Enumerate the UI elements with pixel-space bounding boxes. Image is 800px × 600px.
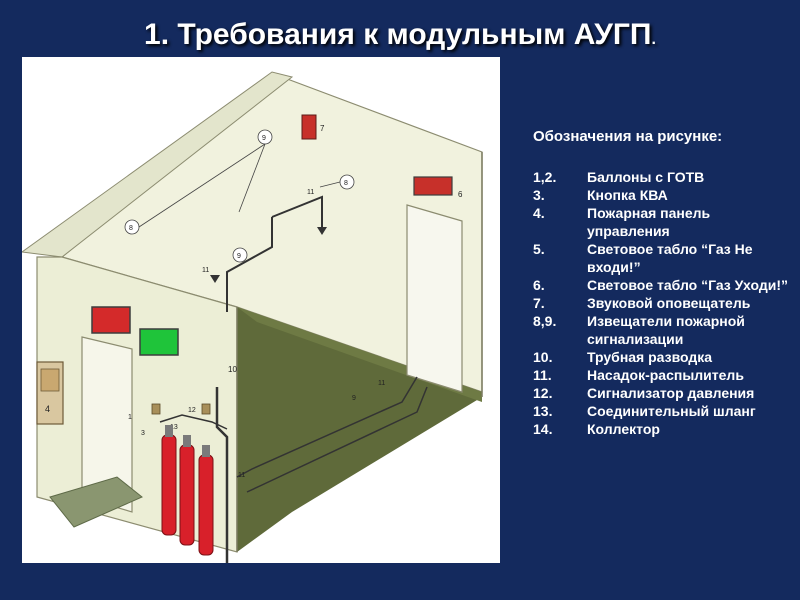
legend-item-number: 10. [533,349,553,365]
label-13: 13 [170,424,178,431]
legend-item: 7. Звуковой оповещатель [533,294,793,312]
label-12: 12 [188,407,196,414]
label-7: 7 [320,124,325,133]
legend-item-text: Световое табло “Газ Уходи!” [587,277,788,293]
label-9b: 9 [237,253,241,260]
legend-item: 1,2. Баллоны с ГОТВ [533,168,793,186]
slide-title: 1. Требования к модульным АУГП. [0,18,800,52]
label-11a: 11 [307,189,314,196]
legend-item-number: 7. [533,295,545,311]
legend-item-text: Пожарная панель управления [587,205,711,239]
legend-item-text: Коллектор [587,421,660,437]
floor [237,307,482,552]
label-11c: 11 [378,380,385,387]
label-3: 3 [141,430,145,437]
room-illustration: 4 6 7 9 8 8 9 11 11 11 11 9 10 [22,57,500,563]
label-11d: 11 [238,472,245,479]
pipe-middle [226,217,273,312]
pipe-floor [236,376,418,478]
legend-panel: Обозначения на рисунке: 1,2. Баллоны с ГО… [533,128,793,438]
legend-item: 12. Сигнализатор давления [533,384,793,402]
legend-item-text: Кнопка КВА [587,187,668,203]
title-dot: . [651,31,656,48]
legend-item-number: 6. [533,277,545,293]
room-diagram: 4 6 7 9 8 8 9 11 11 11 11 9 10 [22,57,500,563]
legend-item: 11. Насадок-распылитель [533,366,793,384]
legend-item-text: Соединительный шланг [587,403,756,419]
title-text: 1. Требования к модульным АУГП [144,18,652,51]
legend-item-text: Световое табло “Газ Не входи!” [587,241,753,275]
label-9c: 9 [352,395,356,402]
legend-item-number: 13. [533,403,553,419]
legend-item: 8,9. Извещатели пожарной сигнализации [533,312,793,348]
legend-item-number: 12. [533,385,553,401]
ceiling-edge [22,71,294,258]
gas-cylinder-3 [198,445,214,556]
gas-cylinder-1 [161,425,177,536]
legend-item-number: 4. [533,205,545,221]
pipe-upper [271,195,323,227]
legend-item: 14. Коллектор [533,420,793,438]
sign-wall-back [413,176,453,196]
legend-item: 3. Кнопка КВА [533,186,793,204]
room-door [406,204,463,393]
legend-item-number: 11. [533,367,552,383]
sign-gas-no-entry [91,306,131,334]
sign-gas-leave [139,328,179,356]
legend-item-text: Извещатели пожарной сигнализации [587,313,745,347]
legend-item: 10. Трубная разводка [533,348,793,366]
label-9a: 9 [262,135,266,142]
legend-item-number: 14. [533,421,553,437]
legend-item: 13. Соединительный шланг [533,402,793,420]
legend-list: 1,2. Баллоны с ГОТВ 3. Кнопка КВА 4. Пожарная… [533,168,793,438]
collector [159,414,228,430]
gas-cylinder-2 [179,435,195,546]
legend-heading: Обозначения на рисунке: [533,128,723,145]
entrance-door [81,336,133,513]
label-4: 4 [45,404,50,414]
legend-item: 6. Световое табло “Газ Уходи!” [533,276,793,294]
label-6: 6 [458,190,463,199]
legend-item-number: 8,9. [533,313,557,329]
entrance-ramp [49,476,143,528]
legend-item: 5. Световое табло “Газ Не входи!” [533,240,793,276]
label-8a: 8 [129,225,133,232]
legend-item-text: Сигнализатор давления [587,385,755,401]
label-8b: 8 [344,180,348,187]
legend-item-number: 5. [533,241,545,257]
legend-item-text: Звуковой оповещатель [587,295,751,311]
legend-item-number: 1,2. [533,169,557,185]
legend-item-text: Насадок-распылитель [587,367,744,383]
detector-9b [232,247,248,263]
legend-item-text: Баллоны с ГОТВ [587,169,705,185]
label-10: 10 [228,365,237,374]
pipe-riser [215,387,229,563]
legend-item: 4. Пожарная панель управления [533,204,793,240]
legend-item-number: 3. [533,187,545,203]
label-1: 1 [128,414,132,421]
sound-alarm [301,114,317,140]
label-11b: 11 [202,267,209,274]
legend-item-text: Трубная разводка [587,349,713,365]
